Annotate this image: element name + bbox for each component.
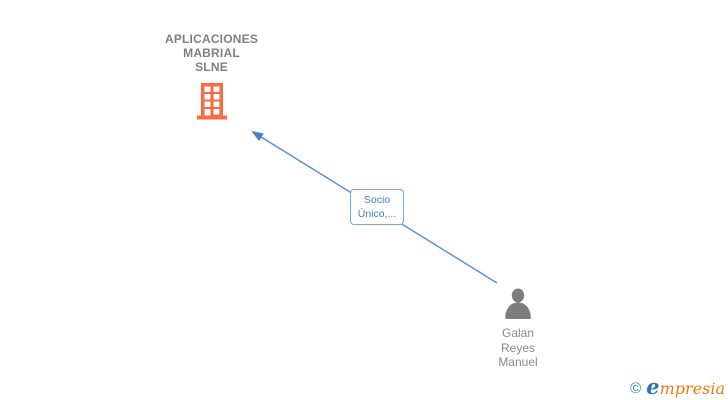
edge-label-line: Único,... <box>357 208 397 220</box>
copyright-icon: © <box>630 379 642 397</box>
brand-wordmark: empresia <box>646 376 725 398</box>
building-icon[interactable] <box>139 83 284 120</box>
person-name: Galan Reyes Manuel <box>478 326 558 370</box>
brand-rest: mpresia <box>659 379 725 398</box>
person-node[interactable]: Galan Reyes Manuel <box>478 288 558 370</box>
person-name-line: Reyes <box>500 340 535 355</box>
edge-label[interactable]: Socio Único,... <box>350 189 404 225</box>
company-name: APLICACIONES MABRIAL SLNE <box>139 32 284 74</box>
company-name-line: APLICACIONES <box>164 32 259 46</box>
company-name-line: MABRIAL <box>183 46 240 60</box>
person-name-line: Manuel <box>498 355 538 369</box>
person-icon[interactable] <box>478 288 558 319</box>
company-name-line: SLNE <box>195 60 228 74</box>
person-name-line: Galan <box>501 326 535 340</box>
company-node[interactable]: APLICACIONES MABRIAL SLNE <box>139 32 284 120</box>
brand-initial: e <box>646 374 660 399</box>
edge-label-line: Socio <box>363 194 391 206</box>
empresia-logo[interactable]: © empresia <box>630 376 725 398</box>
